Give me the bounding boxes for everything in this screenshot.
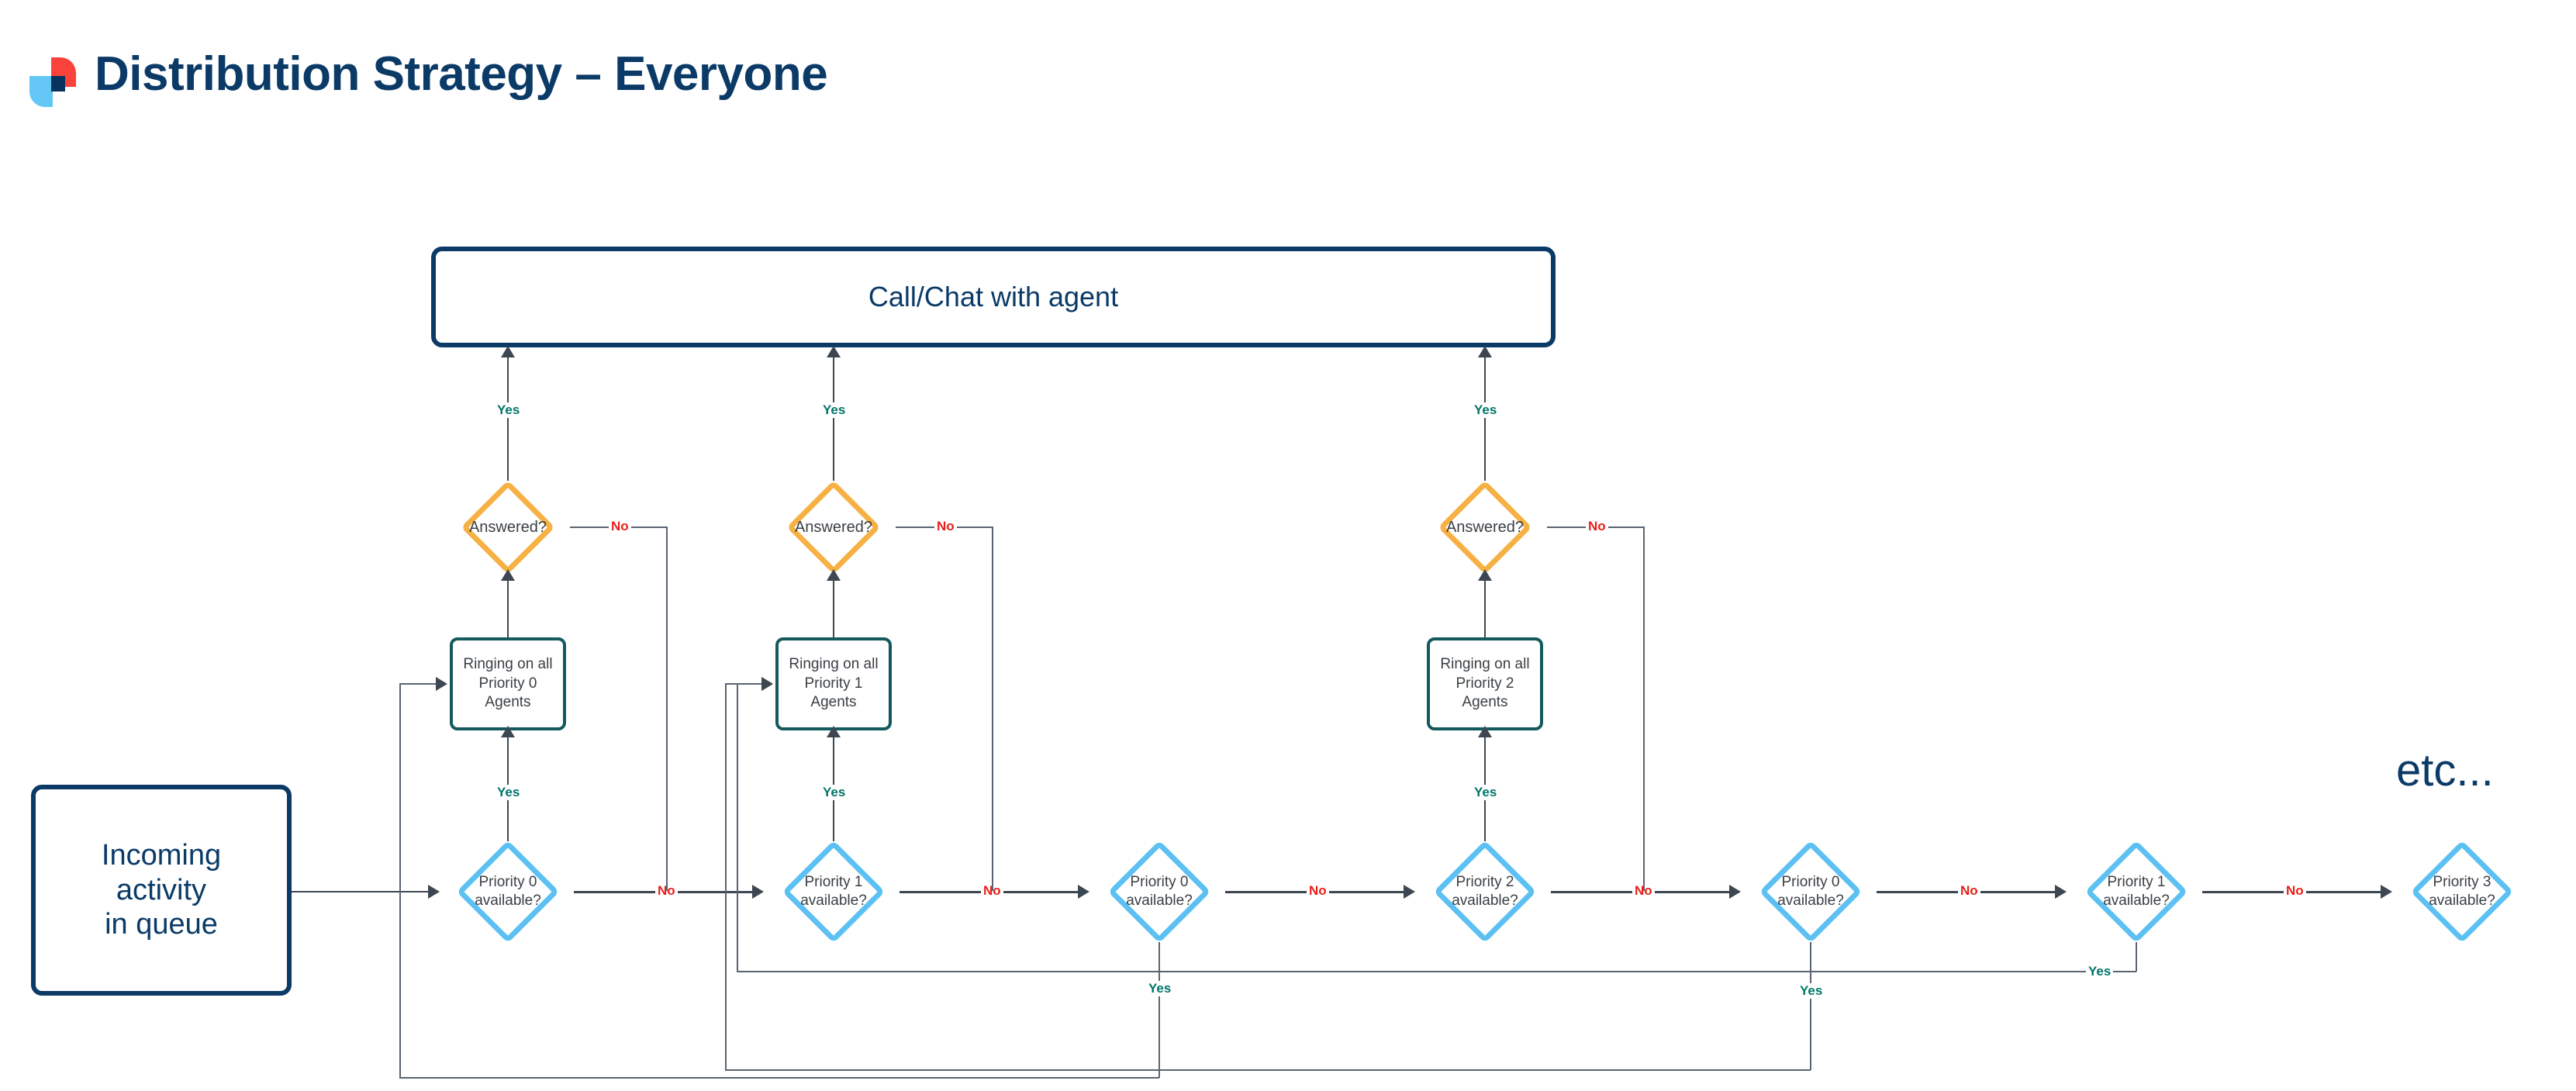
decision-label: Priority 3 available?: [2429, 874, 2495, 909]
edge-answered-no-1-v: [992, 527, 993, 891]
decision-label: Answered?: [794, 518, 873, 536]
edge-yes-down-1-h: [725, 1069, 1811, 1071]
terminal-call-chat-box[interactable]: Call/Chat with agent: [431, 247, 1556, 347]
edge-yes-down-1-v: [1810, 942, 1811, 1070]
arrowhead: [2055, 885, 2067, 899]
decision-label: Answered?: [468, 518, 547, 536]
arrowhead: [1729, 885, 1741, 899]
decision-priority-2-a[interactable]: Priority 2 available?: [1419, 840, 1551, 944]
edge-answered-no-2-v: [1643, 527, 1645, 891]
edge-yes-down-0-h: [399, 1077, 1159, 1079]
brand-logo-icon: [29, 57, 76, 107]
arrowhead: [1478, 726, 1492, 737]
edge-label-yes: Yes: [820, 402, 848, 418]
ringing-box-priority-2[interactable]: Ringing on all Priority 2 Agents: [1427, 637, 1543, 730]
decision-priority-0-b[interactable]: Priority 0 available?: [1093, 840, 1225, 944]
edge-yes-down-0-v: [1159, 942, 1160, 1078]
decision-answered-1[interactable]: Answered?: [772, 480, 896, 575]
arrowhead: [1404, 885, 1415, 899]
ringing-label: Ringing on all Priority 1 Agents: [789, 655, 879, 711]
decision-priority-1-b[interactable]: Priority 1 available?: [2070, 840, 2202, 944]
edge-label-yes: Yes: [1472, 402, 1500, 418]
arrowhead: [761, 677, 773, 691]
edge-ring-to-answered-2: [1484, 574, 1486, 637]
page-title: Distribution Strategy – Everyone: [95, 47, 828, 101]
ringing-label: Ringing on all Priority 2 Agents: [1440, 655, 1530, 711]
decision-answered-0[interactable]: Answered?: [446, 480, 570, 575]
decision-priority-0-a[interactable]: Priority 0 available?: [442, 840, 574, 944]
arrowhead: [1478, 346, 1492, 357]
edge-label-no: No: [934, 519, 957, 534]
arrowhead: [752, 885, 764, 899]
arrowhead: [827, 726, 841, 737]
arrowhead: [827, 346, 841, 357]
edge-label-no: No: [2284, 883, 2306, 899]
edge-label-yes: Yes: [2086, 964, 2114, 979]
decision-priority-0-c[interactable]: Priority 0 available?: [1745, 840, 1877, 944]
decision-label: Answered?: [1445, 518, 1525, 536]
arrowhead: [1478, 569, 1492, 581]
edge-yes-down-0-in: [399, 683, 438, 685]
decision-label: Priority 2 available?: [1452, 874, 1518, 909]
edge-yes-left-v: [2136, 942, 2137, 972]
edge-yes-left-h: [737, 971, 2136, 972]
ringing-box-priority-0[interactable]: Ringing on all Priority 0 Agents: [450, 637, 566, 730]
arrowhead: [2381, 885, 2392, 899]
edge-yes-left-in: [737, 683, 764, 685]
edge-label-yes: Yes: [495, 785, 523, 800]
arrowhead: [1078, 885, 1089, 899]
edge-label-no: No: [609, 519, 631, 534]
arrowhead: [436, 677, 447, 691]
decision-answered-2[interactable]: Answered?: [1423, 480, 1547, 575]
entry-label: Incoming activity in queue: [101, 838, 222, 941]
decision-label: Priority 0 available?: [1777, 874, 1844, 909]
entry-incoming-activity-box[interactable]: Incoming activity in queue: [31, 785, 292, 996]
arrowhead: [428, 885, 440, 899]
edge-yes-down-0-up: [399, 684, 401, 1078]
edge-label-no: No: [1958, 883, 1980, 899]
edge-label-yes: Yes: [1472, 785, 1500, 800]
edge-label-no: No: [1586, 519, 1608, 534]
ringing-box-priority-1[interactable]: Ringing on all Priority 1 Agents: [775, 637, 892, 730]
edge-answered-no-0-v: [666, 527, 668, 891]
edge-label-yes: Yes: [1797, 983, 1825, 999]
arrowhead: [827, 569, 841, 581]
terminal-label: Call/Chat with agent: [868, 280, 1119, 312]
ringing-label: Ringing on all Priority 0 Agents: [463, 655, 553, 711]
decision-label: Priority 1 available?: [2103, 874, 2170, 909]
arrowhead: [501, 726, 515, 737]
edge-label-no: No: [1307, 883, 1329, 899]
edge-yes-down-1-up: [725, 684, 727, 1070]
edge-label-yes: Yes: [820, 785, 848, 800]
edge-ring-to-answered-1: [833, 574, 834, 637]
decision-priority-1-a[interactable]: Priority 1 available?: [768, 840, 900, 944]
etc-label: etc...: [2396, 745, 2494, 796]
arrowhead: [501, 346, 515, 357]
page-header: Distribution Strategy – Everyone: [0, 0, 2576, 147]
decision-label: Priority 0 available?: [475, 874, 541, 909]
decision-priority-3-a[interactable]: Priority 3 available?: [2396, 840, 2528, 944]
edge-label-yes: Yes: [495, 402, 523, 418]
edge-ring-to-answered-0: [507, 574, 509, 637]
edge-label-yes: Yes: [1146, 981, 1174, 996]
edge-entry-to-p0a: [292, 891, 430, 892]
arrowhead: [501, 569, 515, 581]
edge-yes-left-up: [737, 684, 738, 972]
decision-label: Priority 0 available?: [1126, 874, 1193, 909]
decision-label: Priority 1 available?: [800, 874, 867, 909]
